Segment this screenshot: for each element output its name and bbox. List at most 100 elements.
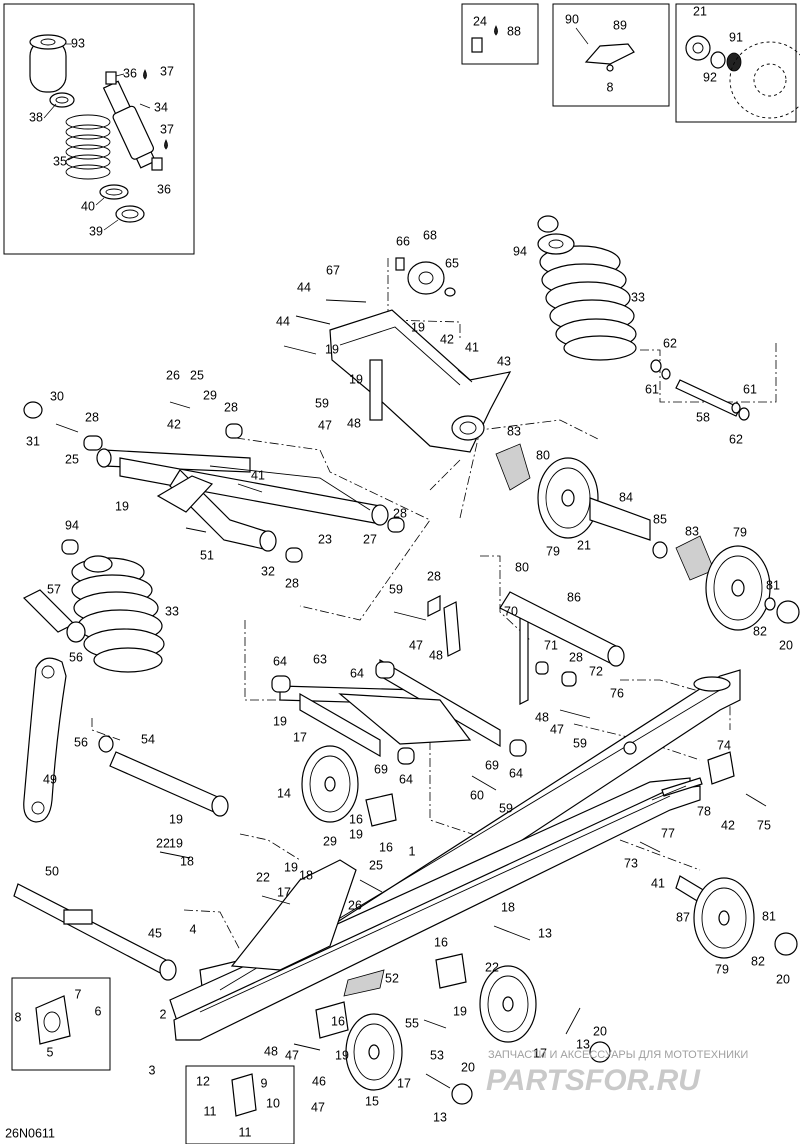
part-callout-64: 64 bbox=[509, 766, 523, 780]
part-callout-86: 86 bbox=[567, 590, 581, 604]
fasteners bbox=[55, 299, 767, 1089]
part-callout-76: 76 bbox=[610, 686, 624, 700]
wheel-14 bbox=[301, 745, 359, 823]
part-callout-56: 56 bbox=[74, 735, 88, 749]
part-callout-25: 25 bbox=[65, 452, 79, 466]
part-callout-58: 58 bbox=[696, 410, 710, 424]
part-callout-79: 79 bbox=[546, 544, 560, 558]
part-callout-93: 93 bbox=[71, 36, 85, 50]
cross-shafts bbox=[13, 751, 229, 981]
part-callout-21: 21 bbox=[693, 4, 707, 18]
part-callout-13: 13 bbox=[576, 1037, 590, 1051]
part-callout-94: 94 bbox=[65, 518, 79, 532]
part-callout-22: 22 bbox=[156, 836, 170, 850]
part-callout-7: 7 bbox=[75, 987, 82, 1001]
part-callout-75: 75 bbox=[757, 818, 771, 832]
part-callout-2: 2 bbox=[160, 1007, 167, 1021]
part-callout-64: 64 bbox=[273, 654, 287, 668]
part-callout-81: 81 bbox=[762, 909, 776, 923]
part-callout-17: 17 bbox=[397, 1076, 411, 1090]
part-callout-12: 12 bbox=[196, 1074, 210, 1088]
part-callout-48: 48 bbox=[429, 648, 443, 662]
rear-arm-assembly bbox=[271, 591, 625, 765]
part-callout-15: 15 bbox=[365, 1094, 379, 1108]
part-callout-17: 17 bbox=[293, 730, 307, 744]
part-callout-37: 37 bbox=[160, 64, 174, 78]
part-callout-79: 79 bbox=[715, 962, 729, 976]
part-callout-19: 19 bbox=[325, 342, 339, 356]
part-callout-28: 28 bbox=[393, 506, 407, 520]
part-callout-26: 26 bbox=[166, 368, 180, 382]
part-callout-62: 62 bbox=[663, 336, 677, 350]
part-callout-94: 94 bbox=[513, 244, 527, 258]
part-callout-87: 87 bbox=[676, 910, 690, 924]
part-callout-82: 82 bbox=[751, 954, 765, 968]
part-callout-11: 11 bbox=[239, 1125, 252, 1139]
part-callout-46: 46 bbox=[312, 1074, 326, 1088]
part-callout-27: 27 bbox=[363, 532, 377, 546]
part-callout-68: 68 bbox=[423, 228, 437, 242]
part-callout-60: 60 bbox=[470, 788, 484, 802]
part-callout-49: 49 bbox=[43, 772, 57, 786]
figure-code: 26N0611 bbox=[5, 1126, 55, 1140]
part-callout-33: 33 bbox=[631, 290, 645, 304]
part-callout-16: 16 bbox=[349, 812, 363, 826]
part-callout-1: 1 bbox=[409, 844, 416, 858]
part-callout-19: 19 bbox=[115, 499, 129, 513]
part-callout-39: 39 bbox=[89, 224, 103, 238]
part-callout-9: 9 bbox=[261, 1076, 268, 1090]
part-callout-63: 63 bbox=[313, 652, 327, 666]
part-callout-82: 82 bbox=[753, 624, 767, 638]
part-callout-48: 48 bbox=[347, 416, 361, 430]
part-callout-17: 17 bbox=[277, 885, 291, 899]
part-callout-33: 33 bbox=[165, 604, 179, 618]
part-callout-6: 6 bbox=[95, 1004, 102, 1018]
part-callout-29: 29 bbox=[203, 388, 217, 402]
part-callout-19: 19 bbox=[411, 320, 425, 334]
part-callout-37: 37 bbox=[160, 122, 174, 136]
part-callout-13: 13 bbox=[433, 1110, 447, 1124]
part-callout-22: 22 bbox=[256, 870, 270, 884]
part-callout-18: 18 bbox=[299, 868, 313, 882]
part-callout-19: 19 bbox=[335, 1048, 349, 1062]
part-callout-91: 91 bbox=[729, 30, 743, 44]
part-callout-74: 74 bbox=[717, 738, 731, 752]
part-callout-42: 42 bbox=[440, 332, 454, 346]
part-callout-16: 16 bbox=[434, 935, 448, 949]
part-callout-28: 28 bbox=[427, 569, 441, 583]
part-callout-8: 8 bbox=[15, 1010, 22, 1024]
part-callout-19: 19 bbox=[169, 836, 183, 850]
part-callout-78: 78 bbox=[697, 804, 711, 818]
part-callout-54: 54 bbox=[141, 732, 155, 746]
part-callout-69: 69 bbox=[485, 758, 499, 772]
watermark-brand: PARTSFOR.RU bbox=[486, 1064, 701, 1097]
part-callout-28: 28 bbox=[569, 650, 583, 664]
part-callout-19: 19 bbox=[453, 1004, 467, 1018]
part-callout-89: 89 bbox=[613, 18, 627, 32]
part-callout-26: 26 bbox=[348, 898, 362, 912]
part-callout-59: 59 bbox=[389, 582, 403, 596]
part-callout-64: 64 bbox=[350, 666, 364, 680]
part-callout-45: 45 bbox=[148, 926, 162, 940]
part-callout-81: 81 bbox=[766, 578, 780, 592]
part-callout-28: 28 bbox=[285, 576, 299, 590]
part-callout-14: 14 bbox=[277, 786, 291, 800]
part-callout-48: 48 bbox=[535, 710, 549, 724]
part-callout-83: 83 bbox=[685, 524, 699, 538]
front-arm-assembly bbox=[23, 401, 405, 563]
part-callout-88: 88 bbox=[507, 24, 521, 38]
part-callout-16: 16 bbox=[331, 1014, 345, 1028]
part-callout-23: 23 bbox=[318, 532, 332, 546]
part-callout-84: 84 bbox=[619, 490, 633, 504]
part-callout-32: 32 bbox=[261, 564, 275, 578]
part-callout-62: 62 bbox=[729, 432, 743, 446]
part-callout-28: 28 bbox=[224, 400, 238, 414]
part-callout-41: 41 bbox=[651, 876, 665, 890]
part-callout-24: 24 bbox=[473, 14, 487, 28]
part-callout-61: 61 bbox=[743, 382, 757, 396]
part-callout-4: 4 bbox=[190, 922, 197, 936]
part-callout-47: 47 bbox=[285, 1048, 299, 1062]
part-callout-30: 30 bbox=[50, 389, 64, 403]
part-callout-77: 77 bbox=[661, 826, 675, 840]
